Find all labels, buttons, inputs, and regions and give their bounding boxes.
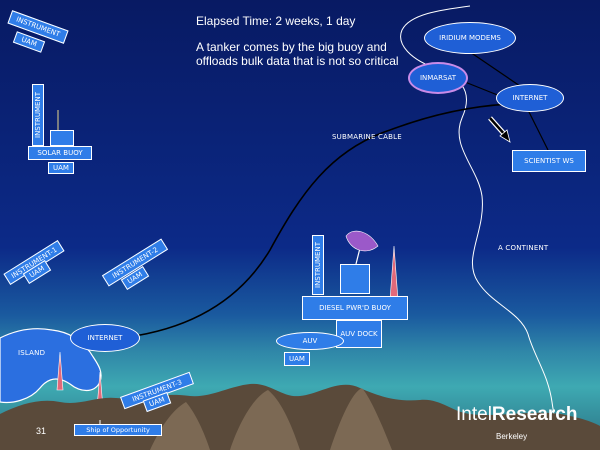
instrument-vertical-box: INSTRUMENT [32,84,44,146]
internet-right-oval: INTERNET [496,84,564,112]
inmarsat-oval: INMARSAT [408,62,468,94]
buoy-tower-icon [389,245,399,301]
arrow-down-right-icon [488,116,511,143]
satellite-dish-icon [345,230,379,265]
auv-oval: AUV [276,332,344,350]
logo-intel: Intel [456,404,492,425]
island-label: ISLAND [18,349,46,357]
mountain-highlight [150,388,392,450]
page-number: 31 [36,426,47,436]
submarine-cable [119,103,511,339]
slide-caption: A tanker comes by the big buoy and offlo… [196,40,399,68]
scientist-ws-box: SCIENTIST WS [512,150,586,172]
solar-buoy-box: SOLAR BUOY [28,146,92,160]
diesel-buoy-box: DIESEL PWR'D BUOY [302,296,408,320]
intel-research-logo: IntelResearch Berkeley [456,404,578,441]
continent-label: A CONTINENT [498,244,549,252]
logo-berkeley: Berkeley [496,432,528,441]
island-tower-icon [56,351,64,391]
auv-dock-box: AUV DOCK [336,320,382,348]
ship-of-opportunity-box: Ship of Opportunity [74,424,162,436]
submarine-cable-label: SUBMARINE CABLE [332,133,402,141]
elapsed-time-heading: Elapsed Time: 2 weeks, 1 day [196,14,356,28]
internet-left-oval: INTERNET [70,324,140,352]
link-internet-scientist [527,109,549,151]
link-iridium-internet [469,51,521,87]
buoy-top-block [340,264,370,294]
instrument-buoy-box: INSTRUMENT [312,235,324,295]
uam-auv-box: UAM [284,352,310,366]
logo-research: Research [491,404,578,425]
iridium-modems-oval: IRIDIUM MODEMS [424,22,516,54]
uam-solar-box: UAM [48,162,74,174]
solar-buoy-top-block [50,130,74,146]
continent-coastline [400,5,571,450]
